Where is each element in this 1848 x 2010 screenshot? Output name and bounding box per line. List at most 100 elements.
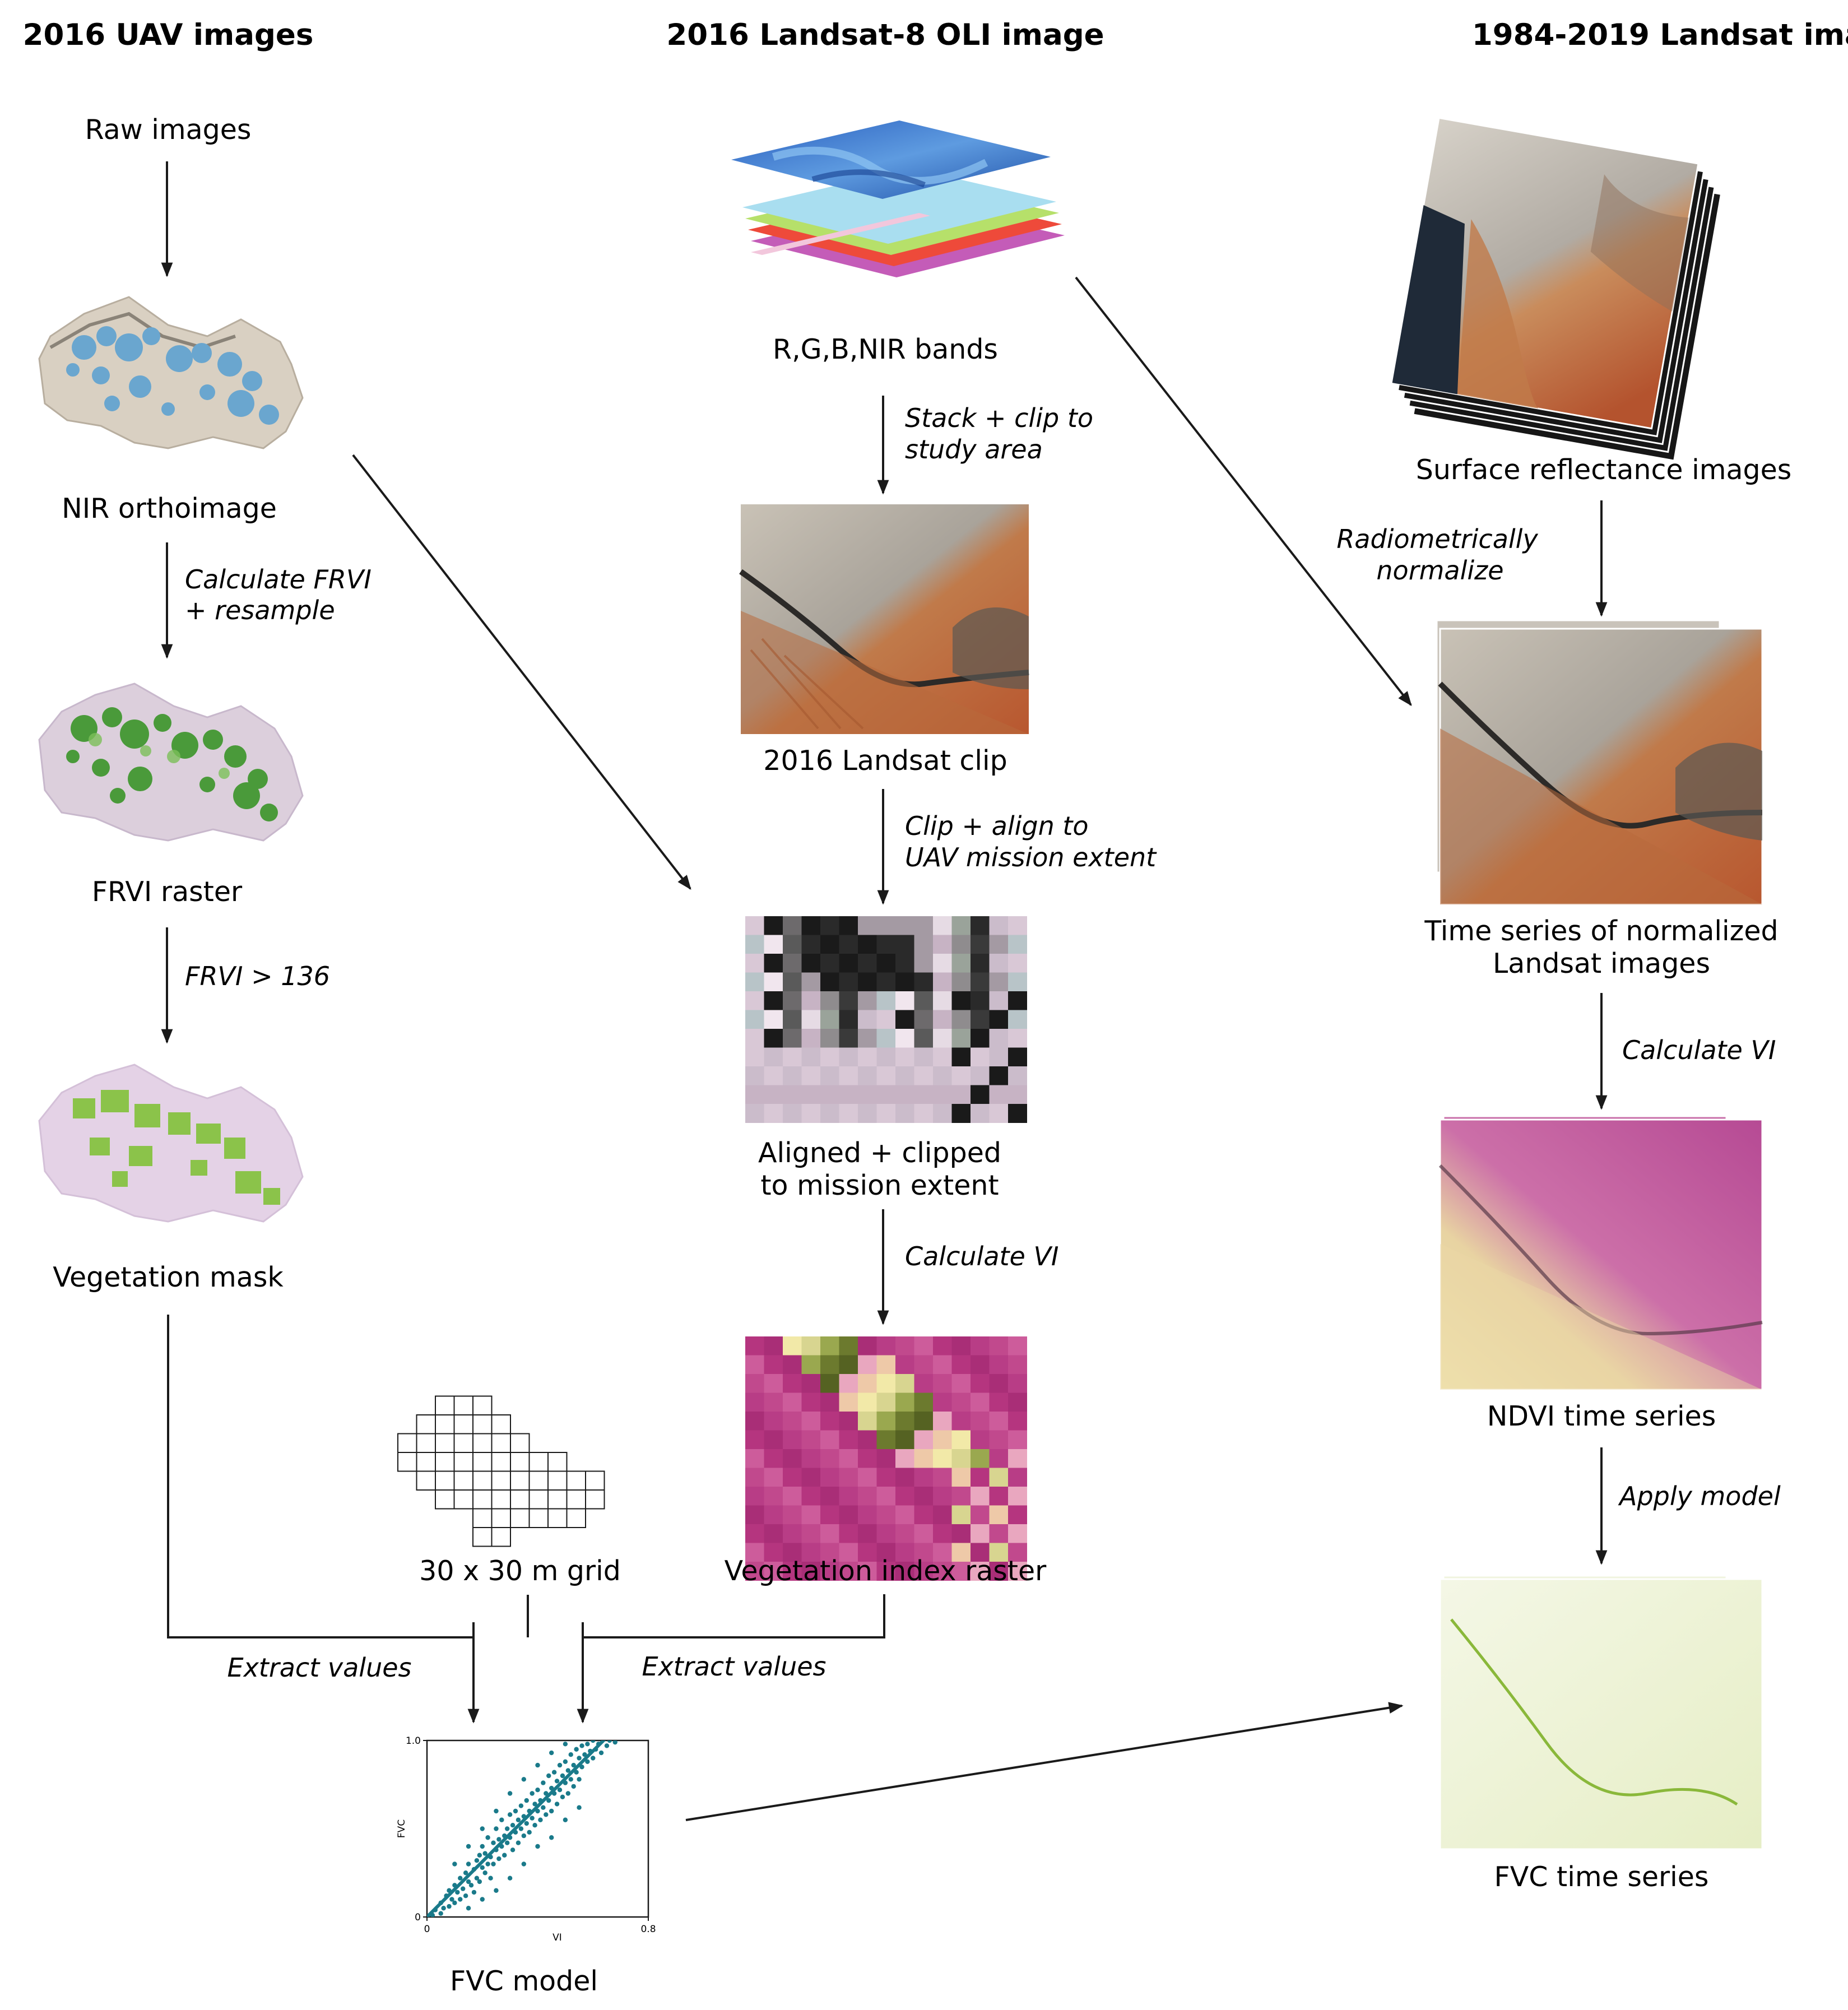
aligned-pixel bbox=[745, 954, 764, 973]
aligned-pixel bbox=[876, 935, 896, 954]
landsat-clip-label: 2016 Landsat clip bbox=[763, 745, 1007, 777]
normalized-image-stack bbox=[1436, 619, 1763, 906]
normalized-label-line2: Landsat images bbox=[1493, 948, 1710, 980]
scatter-points bbox=[427, 1740, 617, 1917]
scatter-point bbox=[455, 1890, 460, 1895]
vi-pixel bbox=[876, 1487, 896, 1506]
scatter-point bbox=[579, 1743, 584, 1748]
aligned-pixel bbox=[933, 1085, 952, 1104]
vi-pixel bbox=[745, 1562, 764, 1581]
aligned-pixel bbox=[1008, 1029, 1027, 1048]
scatter-point bbox=[449, 1897, 454, 1902]
vi-pixel bbox=[764, 1355, 783, 1375]
step-stack-clip: Stack + clip to bbox=[905, 403, 1093, 433]
aligned-pixel bbox=[951, 1085, 971, 1104]
aligned-pixel bbox=[914, 954, 934, 973]
scatter-point bbox=[466, 1879, 471, 1884]
step-calculate-vi-middle: Calculate VI bbox=[905, 1241, 1059, 1271]
vi-pixel bbox=[783, 1543, 802, 1562]
scatter-point bbox=[468, 1883, 474, 1888]
scatter-point bbox=[568, 1752, 573, 1757]
vi-pixel bbox=[895, 1487, 914, 1506]
aligned-pixel bbox=[858, 972, 877, 992]
aligned-pixel bbox=[820, 1066, 839, 1085]
aligned-pixel bbox=[876, 1066, 896, 1085]
scatter-point bbox=[504, 1826, 510, 1831]
vi-pixel bbox=[971, 1412, 990, 1431]
fit-line bbox=[427, 1740, 606, 1917]
vi-pixel bbox=[783, 1374, 802, 1393]
grid-cell bbox=[397, 1452, 417, 1472]
vegetation-mask bbox=[38, 1064, 304, 1223]
vi-pixel bbox=[745, 1430, 764, 1450]
aligned-pixel bbox=[801, 1010, 821, 1029]
vi-pixel bbox=[951, 1430, 971, 1450]
aligned-pixel bbox=[895, 991, 914, 1010]
vi-pixel bbox=[745, 1543, 764, 1562]
grid-cell bbox=[528, 1508, 549, 1528]
vi-pixel bbox=[914, 1374, 934, 1393]
column-title-landsat-series: 1984-2019 Landsat images bbox=[1472, 18, 1848, 52]
grid-cell bbox=[585, 1489, 605, 1510]
aligned-pixel bbox=[914, 1010, 934, 1029]
vi-pixel bbox=[858, 1487, 877, 1506]
vi-pixel bbox=[764, 1487, 783, 1506]
scatter-point bbox=[530, 1816, 535, 1821]
grid-cell bbox=[528, 1452, 549, 1472]
vi-pixel bbox=[951, 1392, 971, 1412]
vi-pixel bbox=[820, 1505, 839, 1525]
x-axis-label: VI bbox=[552, 1932, 562, 1943]
vi-pixel bbox=[971, 1430, 990, 1450]
grid-cell bbox=[435, 1414, 455, 1435]
vi-pixel bbox=[820, 1524, 839, 1543]
vi-pixel bbox=[933, 1524, 952, 1543]
vi-pixel bbox=[783, 1412, 802, 1431]
nir-orthoimage-label: NIR orthoimage bbox=[62, 493, 277, 524]
scatter-point bbox=[560, 1773, 565, 1779]
aligned-pixel bbox=[858, 954, 877, 973]
vi-pixel bbox=[951, 1412, 971, 1431]
aligned-pixel bbox=[971, 916, 990, 935]
x-tick-label: 0.8 bbox=[640, 1924, 656, 1935]
scatter-point bbox=[604, 1743, 610, 1748]
raw-images-label: Raw images bbox=[85, 114, 252, 146]
grid-cell bbox=[472, 1452, 493, 1472]
aligned-pixel bbox=[745, 1085, 764, 1104]
scatter-point bbox=[577, 1777, 582, 1782]
grid-cell bbox=[472, 1508, 493, 1528]
scatter-point bbox=[530, 1791, 535, 1796]
vi-pixel bbox=[839, 1468, 858, 1487]
grid-cell bbox=[585, 1470, 605, 1491]
aligned-pixel bbox=[971, 1066, 990, 1085]
scatter-point bbox=[568, 1777, 573, 1782]
scatter-point bbox=[499, 1817, 504, 1822]
vegetation-index-raster bbox=[745, 1336, 1027, 1581]
aligned-pixel bbox=[895, 1104, 914, 1123]
aligned-pixel bbox=[858, 1010, 877, 1029]
scatter-point bbox=[565, 1768, 571, 1773]
vi-pixel bbox=[895, 1468, 914, 1487]
aligned-pixel bbox=[820, 916, 839, 935]
grid-cell bbox=[547, 1489, 568, 1510]
vi-pixel bbox=[989, 1355, 1009, 1375]
aligned-pixel bbox=[801, 991, 821, 1010]
aligned-pixel bbox=[858, 1029, 877, 1048]
scatter-point bbox=[516, 1840, 521, 1845]
vi-pixel bbox=[839, 1524, 858, 1543]
aligned-pixel bbox=[989, 1066, 1009, 1085]
aligned-pixel bbox=[876, 954, 896, 973]
aligned-pixel bbox=[783, 954, 802, 973]
scatter-point bbox=[524, 1798, 529, 1803]
grid-cell bbox=[510, 1489, 530, 1510]
scatter-point bbox=[607, 1740, 612, 1743]
aligned-pixel bbox=[783, 916, 802, 935]
aligned-pixel bbox=[820, 1047, 839, 1067]
grid-cell bbox=[453, 1470, 473, 1491]
scatter-point bbox=[480, 1826, 485, 1831]
vi-pixel bbox=[858, 1412, 877, 1431]
scatter-point bbox=[494, 1888, 499, 1893]
vi-pixel bbox=[801, 1374, 821, 1393]
band-stack bbox=[731, 120, 1065, 277]
aligned-pixel bbox=[839, 916, 858, 935]
